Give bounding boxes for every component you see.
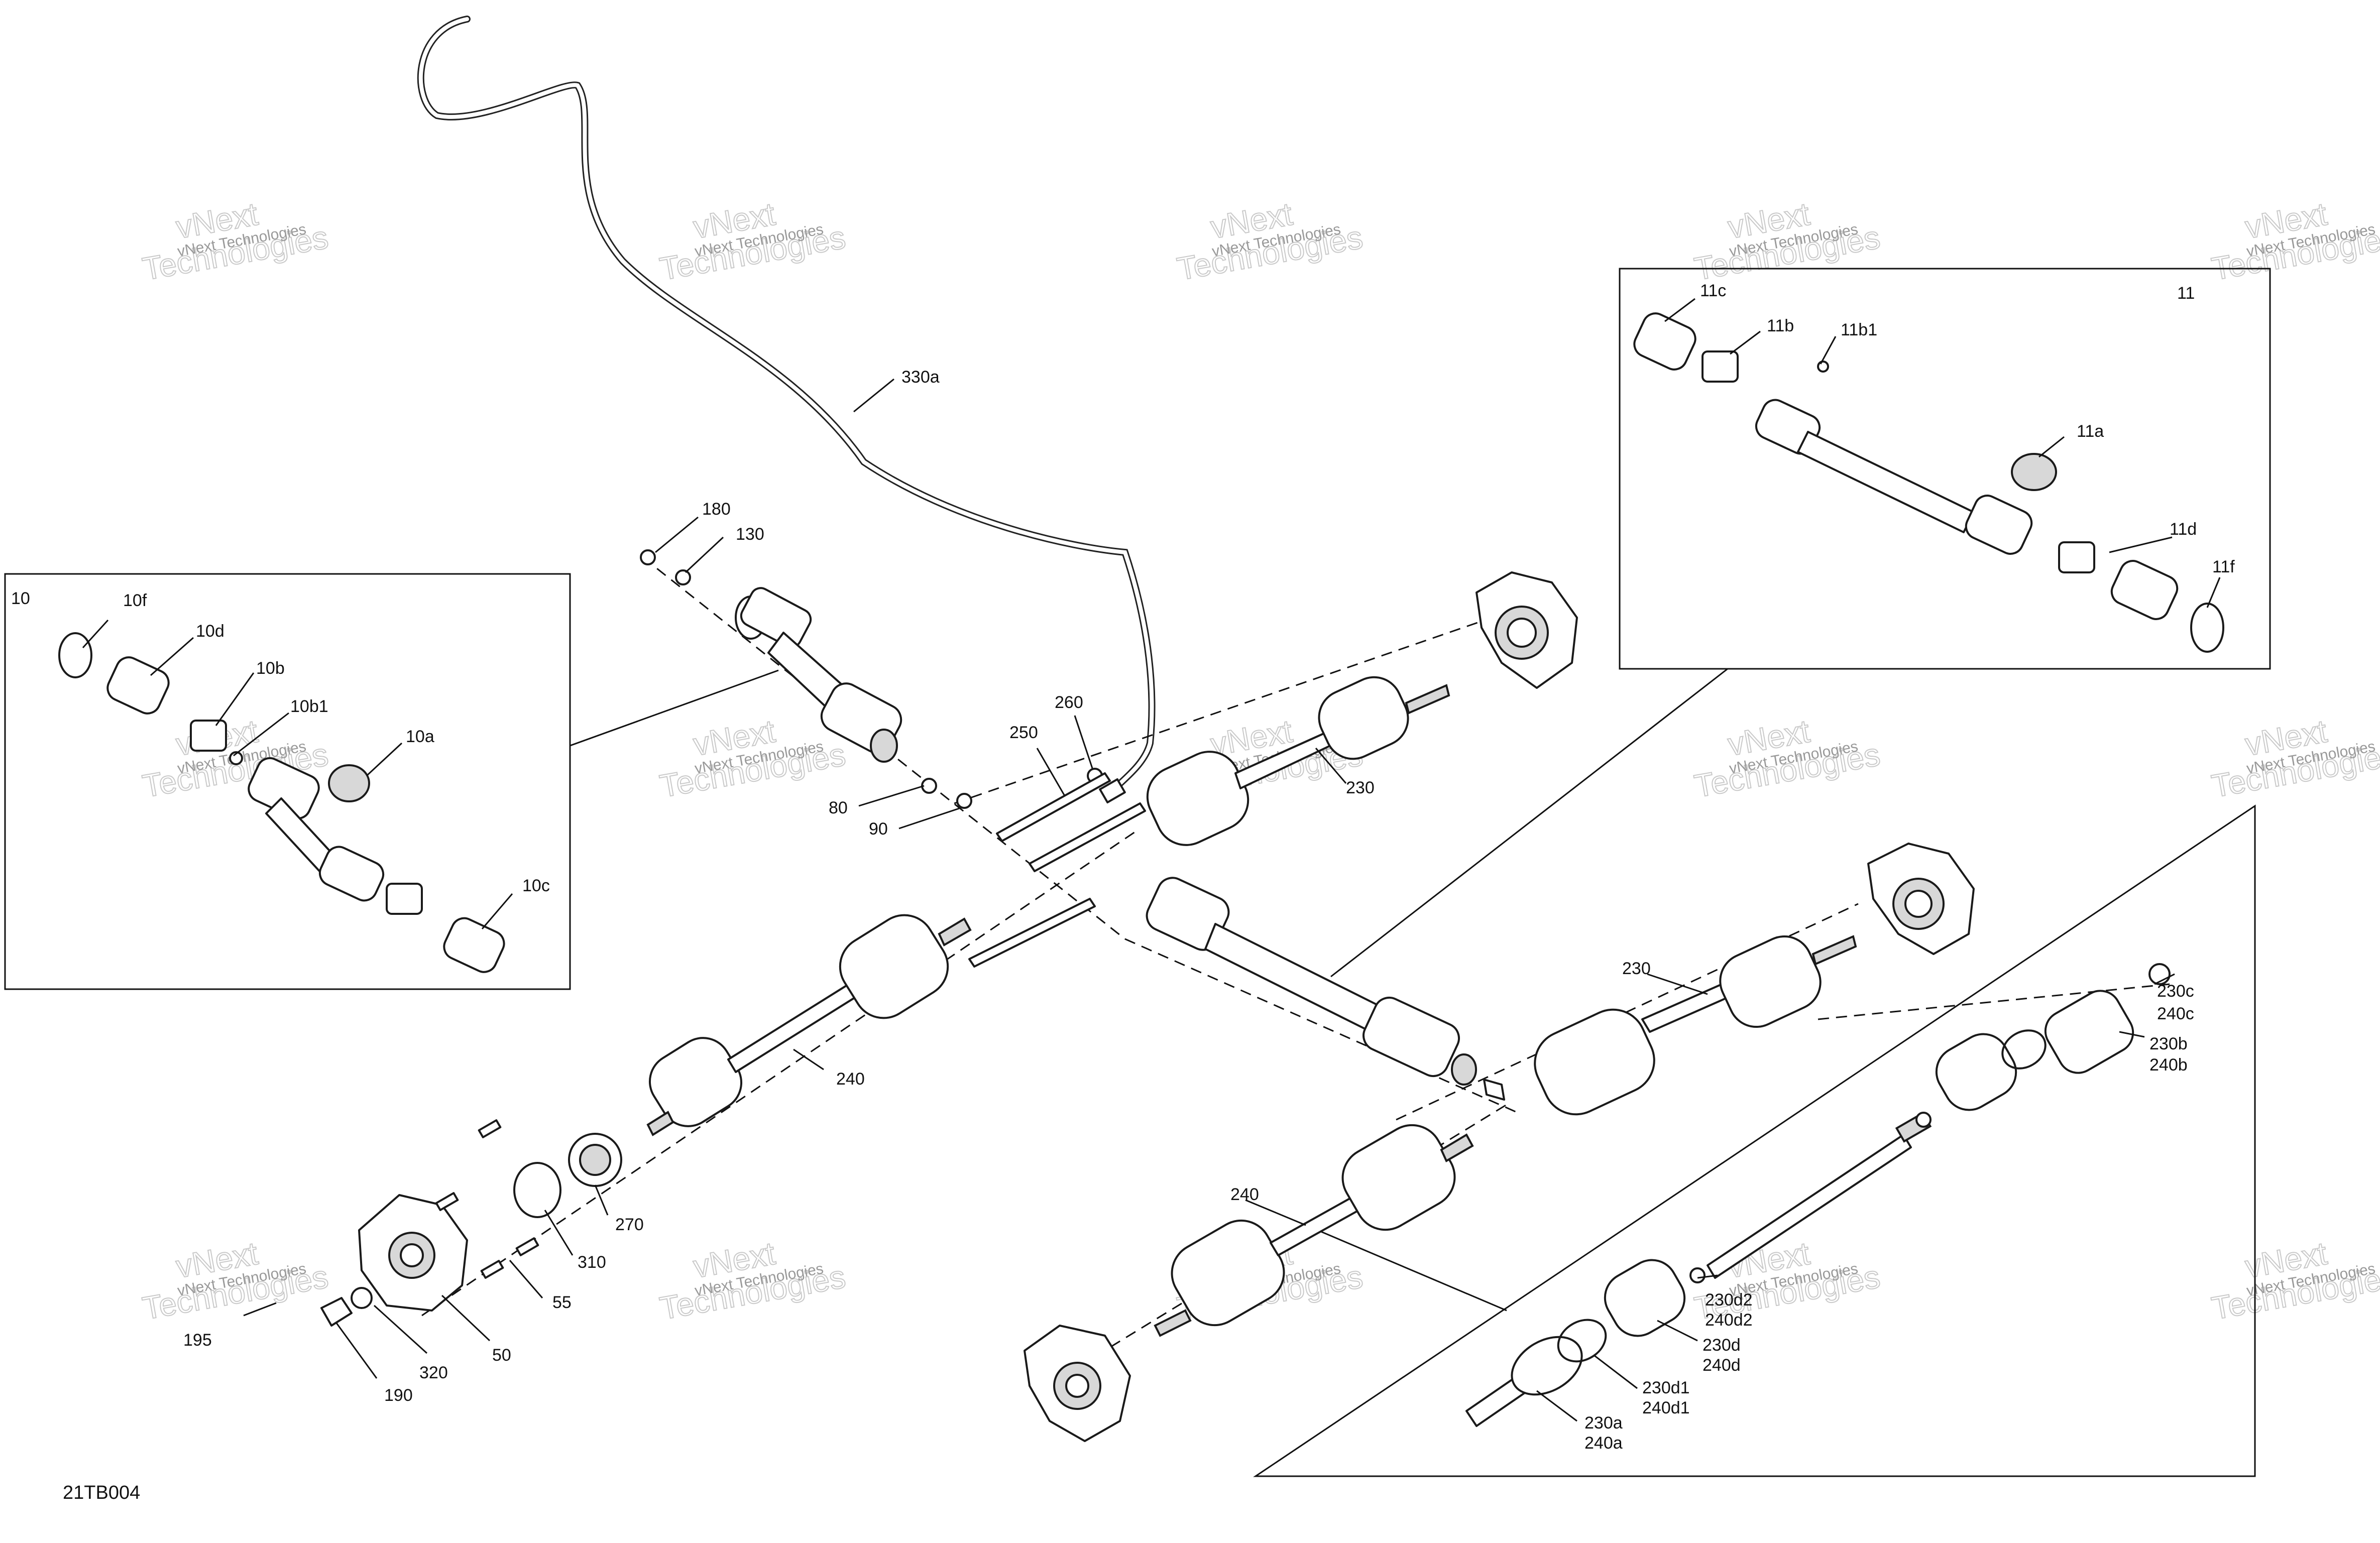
callout-260: 260 (1055, 693, 1083, 712)
callout-55: 55 (552, 1293, 572, 1312)
inset-frame-axle-exploded (1253, 804, 2256, 1477)
drive-shaft-230-mid (1534, 935, 1857, 1116)
drive-shaft-240-left (646, 914, 972, 1136)
callout-230d2: 230d2 (1705, 1290, 1753, 1310)
callout-320: 320 (419, 1363, 448, 1382)
hardware-center (640, 549, 1146, 968)
drive-shaft-240-right (1154, 1124, 1474, 1337)
callout-230d: 230d (1703, 1336, 1741, 1355)
inset-axle-leader (1305, 1224, 1507, 1312)
callout-11: 11 (2177, 284, 2195, 303)
drive-shaft-230-top (1146, 676, 1450, 846)
callout-10c: 10c (522, 876, 550, 895)
inset-frame-10 (4, 573, 571, 990)
callout-11b: 11b (1767, 316, 1794, 335)
callout-10f: 10f (123, 591, 147, 610)
callout-10b1: 10b1 (290, 697, 328, 716)
callout-90: 90 (869, 819, 888, 839)
callout-230d1: 230d1 (1642, 1378, 1690, 1397)
callout-310: 310 (578, 1253, 606, 1272)
callout-10d: 10d (196, 622, 224, 641)
callout-240d2: 240d2 (1705, 1311, 1753, 1330)
front-propshaft (735, 587, 902, 763)
inset-11-leader (1330, 668, 1728, 978)
callout-11f: 11f (2212, 557, 2235, 576)
wheel-hub-bottom (1024, 1325, 1131, 1442)
inset-10-u-joint-parts (58, 632, 505, 973)
callout-130: 130 (736, 525, 764, 544)
callout-80: 80 (829, 798, 848, 817)
callout-240c: 240c (2157, 1004, 2194, 1023)
callout-230b: 230b (2149, 1034, 2188, 1053)
leader-lines (82, 298, 2221, 1422)
inset-10-leader (570, 669, 779, 747)
callout-240b: 240b (2149, 1055, 2188, 1075)
callout-240d: 240d (1703, 1356, 1741, 1375)
wheel-hub-mid (1867, 843, 1975, 955)
callout-11d: 11d (2170, 520, 2197, 539)
callout-190: 190 (384, 1386, 413, 1405)
wheel-hub-top (1476, 571, 1578, 689)
exploded-cv-axle (1465, 963, 2171, 1427)
callout-240-left: 240 (836, 1070, 865, 1089)
callout-230c: 230c (2157, 982, 2194, 1001)
callout-240d1: 240d1 (1642, 1398, 1690, 1417)
callout-11c: 11c (1700, 281, 1726, 300)
inset-11-u-joint-parts (1633, 312, 2224, 653)
callout-10: 10 (11, 589, 30, 608)
callout-50: 50 (492, 1346, 511, 1365)
callout-11b1: 11b1 (1841, 320, 1877, 339)
callout-230-top: 230 (1346, 778, 1375, 797)
callout-240a: 240a (1584, 1434, 1623, 1453)
inset-frame-11 (1619, 268, 2271, 670)
callout-230a: 230a (1584, 1413, 1623, 1433)
rear-propshaft (1146, 877, 1505, 1101)
callout-230-mid: 230 (1622, 959, 1651, 978)
diagram-code: 21TB004 (63, 1482, 140, 1503)
callout-labels: 10 10f 10d 10b 10b1 10a 10c 11 11c 11b 1… (11, 281, 2235, 1503)
wheel-hub-left (320, 1119, 622, 1327)
callout-195: 195 (183, 1331, 212, 1350)
callout-11a: 11a (2077, 422, 2104, 441)
callout-10b: 10b (256, 659, 285, 678)
callout-240-right: 240 (1230, 1185, 1259, 1204)
callout-10a: 10a (406, 727, 434, 746)
brake-line-330a (417, 16, 1156, 803)
callout-270: 270 (615, 1215, 644, 1234)
callout-330a: 330a (901, 368, 940, 387)
callout-250: 250 (1009, 723, 1038, 742)
callout-180: 180 (702, 500, 731, 519)
